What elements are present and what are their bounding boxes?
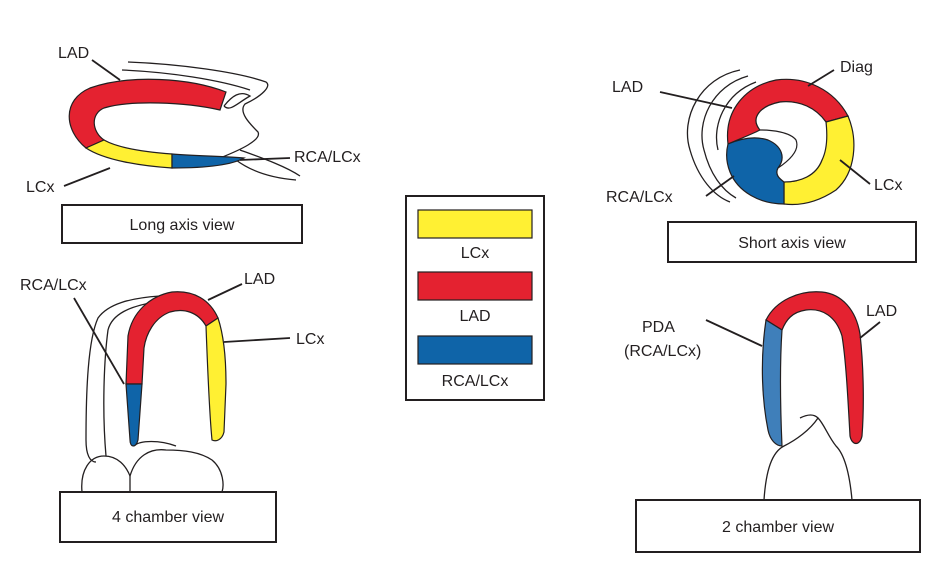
long-axis-view: LAD LCx RCA/LCx Long axis view [26,45,361,244]
two-chamber-lad-leader [859,321,881,339]
short-axis-rca-lcx-leader [705,175,735,197]
four-chamber-label-lad: LAD [244,271,275,288]
four-chamber-rca-lcx-leader [73,297,125,385]
two-chamber-pda-segment [761,319,783,447]
legend-swatch-lcx [417,209,533,239]
two-chamber-label-pda: PDA [642,319,675,336]
short-axis-outer-ring-1 [686,69,741,203]
long-axis-lcx-segment [84,139,173,169]
long-axis-lcx-leader [63,167,111,187]
long-axis-lad-segment [68,78,227,149]
long-axis-label-lcx: LCx [26,179,54,196]
four-chamber-lcx-leader [223,337,291,343]
four-chamber-caption-box [59,491,277,543]
long-axis-rca-lcx-segment [171,153,246,169]
two-chamber-base-line-2 [799,414,819,419]
legend: LCx LAD RCA/LCx [405,195,545,401]
two-chamber-label-pda-sub: (RCA/LCx) [624,343,701,360]
four-chamber-label-lcx: LCx [296,331,324,348]
long-axis-outer-line-3 [239,149,301,177]
short-axis-outer-ring-2 [701,75,749,199]
short-axis-label-diag: Diag [840,59,873,76]
legend-label-lad: LAD [459,308,490,325]
two-chamber-label-lad: LAD [866,303,897,320]
two-chamber-lad-segment [765,291,864,445]
two-chamber-caption: 2 chamber view [722,519,834,536]
short-axis-diag-leader [807,69,835,87]
four-chamber-outer-line-1 [85,295,161,463]
long-axis-lad-leader [91,59,121,81]
legend-label-lcx: LCx [461,245,489,262]
long-axis-valve-line [223,92,252,109]
legend-swatch-lad [417,271,533,301]
four-chamber-caption: 4 chamber view [112,509,224,526]
long-axis-label-rca-lcx: RCA/LCx [294,149,361,166]
long-axis-outer-line-2 [121,69,251,91]
short-axis-lcx-leader [839,159,871,185]
short-axis-rca-lcx-segment [726,137,785,205]
short-axis-lad-leader [659,91,733,109]
long-axis-outer-line-4 [235,159,297,181]
long-axis-caption-box [61,204,303,244]
two-chamber-view: PDA (RCA/LCx) LAD 2 chamber view [624,291,921,553]
short-axis-cavity [755,101,828,183]
short-axis-caption: Short axis view [738,235,846,252]
four-chamber-view: RCA/LCx LAD LCx 4 chamber view [20,271,324,543]
four-chamber-atria [81,449,224,493]
long-axis-rca-lcx-leader [239,157,291,161]
two-chamber-caption-box [635,499,921,553]
four-chamber-lcx-segment [205,317,227,442]
short-axis-outer-ring-3 [715,81,757,151]
short-axis-label-lcx: LCx [874,177,902,194]
four-chamber-rca-lcx-segment [125,383,143,447]
legend-swatch-rca-lcx [417,335,533,365]
short-axis-label-rca-lcx: RCA/LCx [606,189,673,206]
long-axis-caption: Long axis view [130,217,235,234]
short-axis-caption-box [667,221,917,263]
short-axis-view: LAD Diag LCx RCA/LCx Short axis view [606,59,917,263]
four-chamber-lad-leader [207,283,243,301]
long-axis-outer-line-1 [127,61,269,159]
four-chamber-septum-line [133,440,177,447]
two-chamber-pda-leader [705,319,763,347]
four-chamber-outer-line-2 [103,301,157,457]
short-axis-label-lad: LAD [612,79,643,96]
long-axis-label-lad: LAD [58,45,89,62]
four-chamber-label-rca-lcx: RCA/LCx [20,277,87,294]
legend-label-rca-lcx: RCA/LCx [442,373,509,390]
